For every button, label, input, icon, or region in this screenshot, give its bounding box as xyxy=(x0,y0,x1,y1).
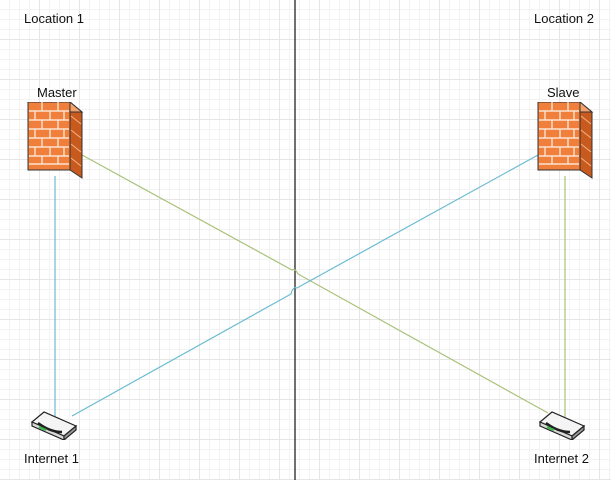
router-icon[interactable] xyxy=(538,410,588,440)
internet-2-label: Internet 2 xyxy=(534,451,589,466)
location-1-label: Location 1 xyxy=(24,11,84,26)
internet-1-label: Internet 1 xyxy=(24,451,79,466)
router-icon[interactable] xyxy=(30,410,80,440)
link-slave-internet1[interactable] xyxy=(71,154,539,417)
link-master-internet2[interactable] xyxy=(81,154,549,414)
firewall-icon[interactable] xyxy=(24,102,84,180)
master-label: Master xyxy=(37,85,77,100)
firewall-icon[interactable] xyxy=(534,102,594,180)
slave-label: Slave xyxy=(547,85,580,100)
location-2-label: Location 2 xyxy=(534,11,594,26)
